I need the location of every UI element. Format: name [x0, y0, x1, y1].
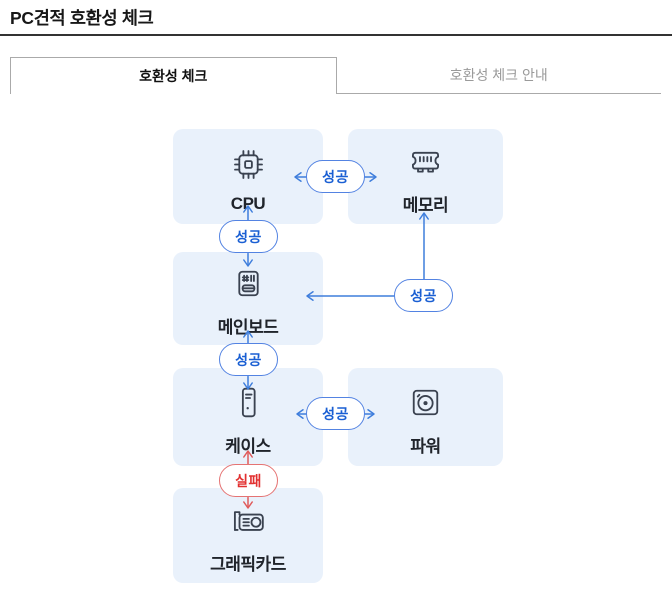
component-label-memory: 메모리: [402, 196, 449, 215]
component-label-power: 파워: [410, 436, 441, 456]
tab-compatibility-guide[interactable]: 호환성 체크 안내: [336, 57, 661, 94]
component-label-case: 케이스: [225, 436, 271, 456]
component-card-mainboard: 메인보드: [173, 252, 323, 345]
gpu-icon: [226, 498, 271, 543]
check-badge-case-power: 성공: [306, 397, 365, 430]
connector-case-power: [296, 409, 375, 419]
check-badge-cpu-memory: 성공: [306, 160, 365, 193]
component-card-power: 파워: [348, 368, 503, 466]
component-label-gpu: 그래픽카드: [210, 555, 286, 574]
check-badge-case-gpu: 실패: [219, 464, 278, 497]
title-divider: [0, 34, 672, 37]
check-badge-mainboard-case: 성공: [219, 343, 278, 376]
connector-cpu-memory: [294, 172, 377, 182]
page-title: PC견적 호환성 체크: [10, 8, 154, 28]
component-label-mainboard: 메인보드: [217, 318, 279, 337]
compatibility-diagram: CPU 메모리: [0, 96, 672, 602]
ram-icon: [403, 139, 448, 184]
connector-memory-mainboard: [306, 212, 429, 301]
check-badge-cpu-mainboard: 성공: [219, 220, 278, 253]
connector-case-gpu: [243, 450, 253, 509]
tab-bar: 호환성 체크 호환성 체크 안내: [10, 57, 661, 94]
power-icon: [403, 380, 448, 425]
connector-mainboard-case: [243, 330, 253, 390]
connector-lines: [243, 172, 429, 509]
cpu-icon: [226, 142, 271, 187]
check-badge-memory-mainboard: 성공: [394, 279, 453, 312]
mainboard-icon: [226, 261, 271, 306]
component-label-cpu: CPU: [230, 193, 266, 213]
tab-compatibility-check[interactable]: 호환성 체크: [10, 57, 337, 94]
connector-cpu-mainboard: [243, 205, 253, 267]
